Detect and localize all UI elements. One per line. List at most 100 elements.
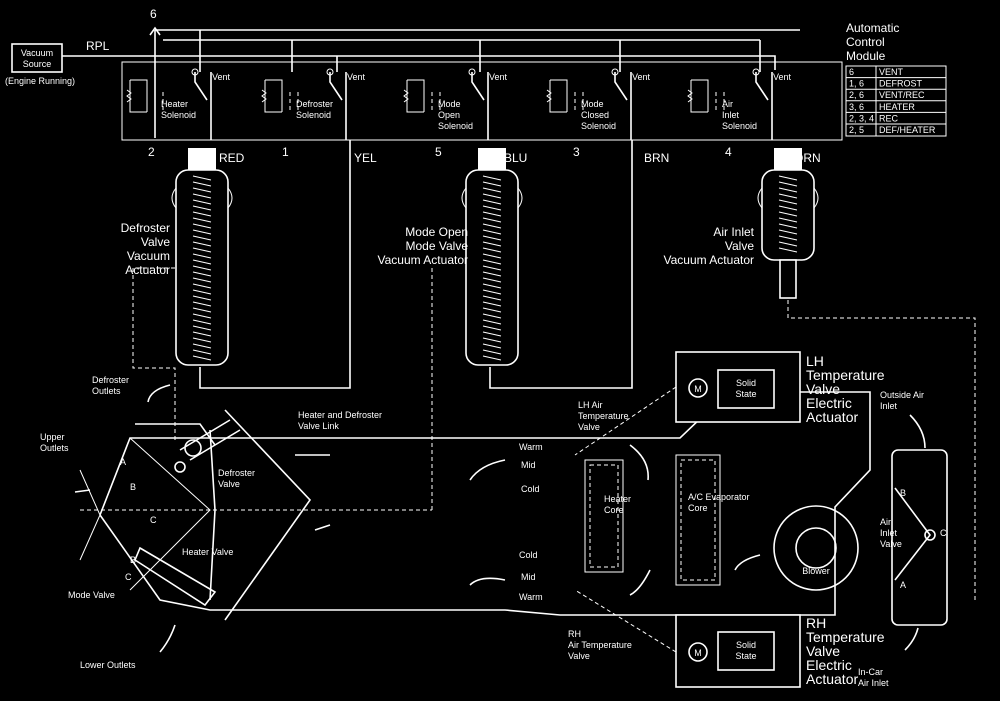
- rpl-label: RPL: [86, 39, 110, 53]
- lh-air-temp-label-2: Temperature: [578, 411, 629, 421]
- lh-cold-label: Cold: [521, 484, 540, 494]
- rh_actuator-title-4: Actuator: [806, 671, 858, 687]
- rh_actuator-title-3: Electric: [806, 657, 852, 673]
- in-car-air-label: In-Car: [858, 667, 883, 677]
- air-inlet-valve-label: Air: [880, 517, 891, 527]
- mode-actuator-label: Mode Open: [405, 225, 468, 239]
- lh-air-temp-label-3: Valve: [578, 422, 600, 432]
- legend-mode-1: DEFROST: [879, 79, 923, 89]
- letter-c-2: C: [125, 572, 132, 582]
- duct-housing: [79, 391, 871, 621]
- lh-temp-actuator: M Solid State: [675, 351, 801, 423]
- vent-label-3: Vent: [632, 72, 651, 82]
- vent-label-0: Vent: [212, 72, 231, 82]
- solenoid-label-4: Air: [722, 99, 733, 109]
- tap-number: 6: [150, 7, 157, 21]
- module-title-3: Module: [846, 49, 886, 63]
- solenoid-label3-3: Solenoid: [581, 121, 616, 131]
- legend-mode-3: HEATER: [879, 102, 915, 112]
- rh-air-temp-label-2: Air Temperature: [568, 640, 632, 650]
- lh_actuator-title-0: LH: [806, 353, 824, 369]
- letter-a-2: A: [900, 580, 906, 590]
- vent-label-2: Vent: [489, 72, 508, 82]
- evap-core-label: A/C Evaporator: [688, 492, 750, 502]
- rh-cold-label: Cold: [519, 550, 538, 560]
- vacuum-source-note: (Engine Running): [5, 76, 75, 86]
- rh-air-temp-label-3: Valve: [568, 651, 590, 661]
- rh_actuator-title-0: RH: [806, 615, 826, 631]
- lh_actuator-title-2: Valve: [806, 381, 840, 397]
- mode-actuator: [461, 148, 523, 366]
- defroster-actuator-label: Defroster: [121, 221, 170, 235]
- blower-label: Blower: [802, 566, 830, 576]
- legend-mode-0: VENT: [879, 67, 904, 77]
- defroster-valve-label-2: Valve: [218, 479, 240, 489]
- legend-ports-1: 1, 6: [849, 79, 864, 89]
- hose-color-0: RED: [219, 151, 245, 165]
- lh_actuator-title-1: Temperature: [806, 367, 885, 383]
- port-number-1: 1: [282, 145, 289, 159]
- vacuum-actuators: [171, 148, 819, 366]
- vacuum-source-label-2: Source: [23, 59, 52, 69]
- hose-color-2: BLU: [504, 151, 527, 165]
- evaporator-core: [675, 454, 721, 586]
- solenoid-label2-0: Solenoid: [161, 110, 196, 120]
- vacuum-source-label: Vacuum: [21, 48, 53, 58]
- legend-ports-2: 2, 6: [849, 90, 864, 100]
- letter-b: B: [130, 482, 136, 492]
- blower: [773, 505, 859, 591]
- lh-mid-label: Mid: [521, 460, 536, 470]
- lh-solid-state-label-2: State: [735, 389, 756, 399]
- solenoid-label2-1: Solenoid: [296, 110, 331, 120]
- rh-solid-state-label-2: State: [735, 651, 756, 661]
- rh-motor-label: M: [694, 648, 702, 658]
- evap-core-label-2: Core: [688, 503, 708, 513]
- outside-air-label: Outside Air: [880, 390, 924, 400]
- valve-link-label-2: Valve Link: [298, 421, 339, 431]
- vent-label-4: Vent: [773, 72, 792, 82]
- mode-actuator-label-2: Mode Valve: [406, 239, 469, 253]
- defroster-outlets-label: Defroster: [92, 375, 129, 385]
- heater-core-label-2: Core: [604, 505, 624, 515]
- solenoid-label3-4: Solenoid: [722, 121, 757, 131]
- port-number-3: 3: [573, 145, 580, 159]
- hose-color-1: YEL: [354, 151, 377, 165]
- letter-c-3: C: [940, 528, 947, 538]
- heater-core-label: Heater: [604, 494, 631, 504]
- letter-b-2: B: [130, 555, 136, 565]
- vacuum-source: Vacuum Source (Engine Running): [5, 43, 75, 86]
- legend-ports-5: 2, 5: [849, 125, 864, 135]
- rh-warm-label: Warm: [519, 592, 543, 602]
- port-number-2: 5: [435, 145, 442, 159]
- in-car-air-label-2: Air Inlet: [858, 678, 889, 688]
- solenoid-label-1: Defroster: [296, 99, 333, 109]
- air-inlet-actuator-label: Air Inlet: [713, 225, 754, 239]
- solenoid-label2-2: Open: [438, 110, 460, 120]
- hose-color-3: BRN: [644, 151, 669, 165]
- legend-ports-0: 6: [849, 67, 854, 77]
- defroster-actuator: [171, 148, 233, 366]
- air-inlet-actuator: [757, 148, 819, 299]
- legend-ports-3: 3, 6: [849, 102, 864, 112]
- air-inlet-duct: [891, 449, 948, 626]
- vent-label-1: Vent: [347, 72, 366, 82]
- defroster-actuator-label-4: Actuator: [125, 263, 170, 277]
- legend-ports-4: 2, 3, 4: [849, 113, 874, 123]
- lh_actuator-title-4: Actuator: [806, 409, 858, 425]
- lh-air-temp-label: LH Air: [578, 400, 603, 410]
- defroster-actuator-label-2: Valve: [141, 235, 170, 249]
- air-inlet-actuator-label-3: Vacuum Actuator: [664, 253, 755, 267]
- rh_actuator-title-1: Temperature: [806, 629, 885, 645]
- rh-mid-label: Mid: [521, 572, 536, 582]
- upper-outlets-label: Upper: [40, 432, 65, 442]
- lh-warm-label: Warm: [519, 442, 543, 452]
- upper-outlets-label-2: Outlets: [40, 443, 69, 453]
- rh_actuator-title-2: Valve: [806, 643, 840, 659]
- solenoid-label-3: Mode: [581, 99, 604, 109]
